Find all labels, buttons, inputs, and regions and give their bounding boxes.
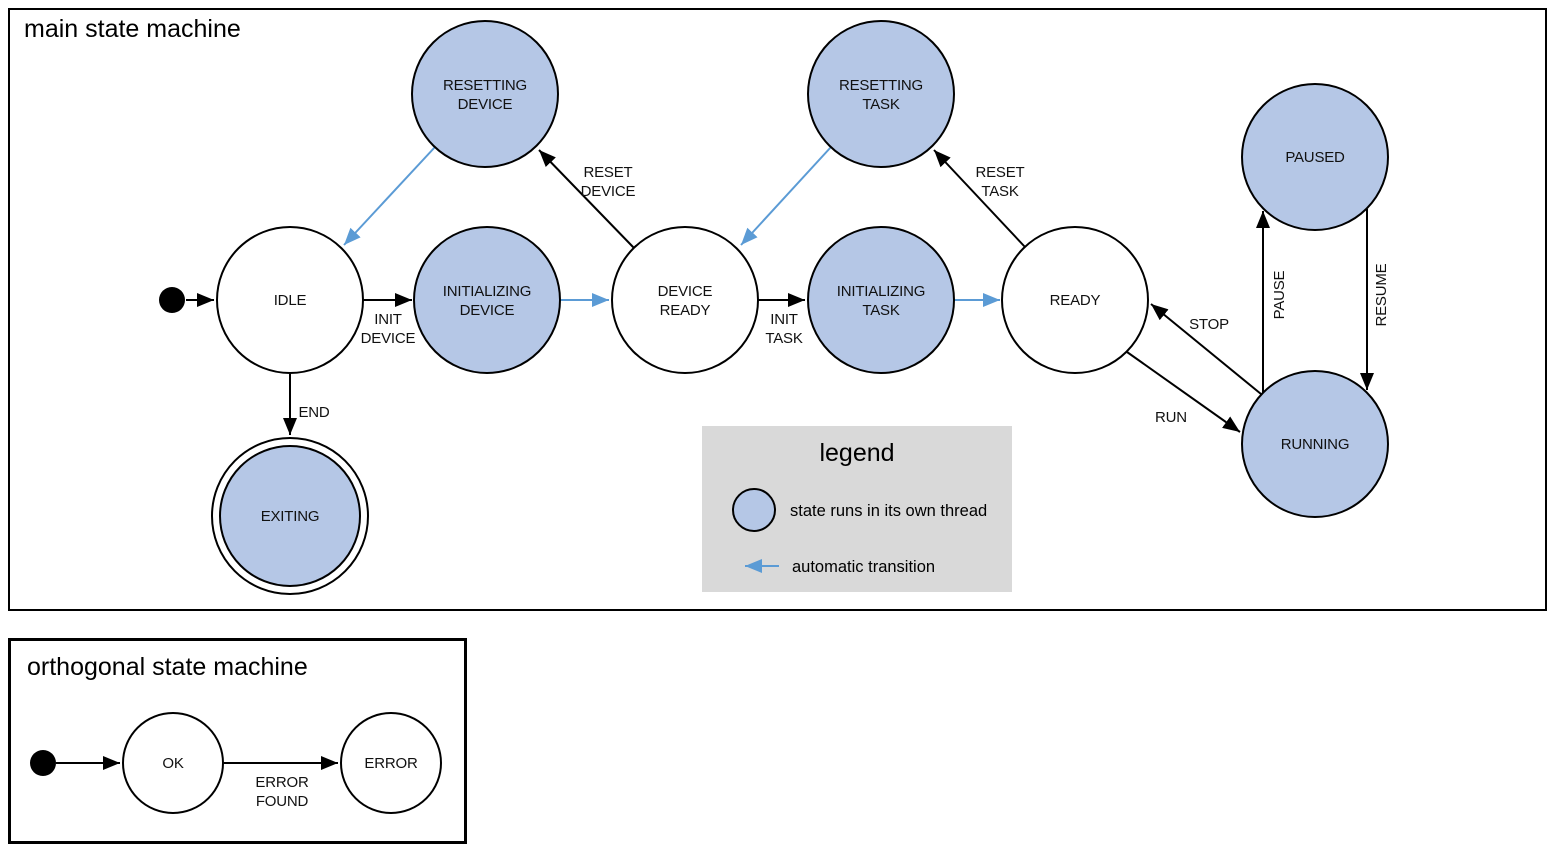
state-running-label: RUNNING	[1281, 436, 1350, 453]
transition-ready-to-running	[1126, 351, 1241, 433]
legend-automatic-label: automatic transition	[792, 558, 935, 576]
main-panel-border	[8, 8, 1547, 611]
state-ready: READY	[1001, 226, 1149, 374]
transition-label-stop: STOP	[1189, 316, 1229, 333]
state-error-label: ERROR	[364, 755, 418, 772]
state-initializing-device-label-line2: DEVICE	[460, 302, 515, 319]
transition-label-run: RUN	[1155, 409, 1187, 426]
orthogonal-panel-border	[8, 638, 467, 844]
transition-label-end: END	[298, 404, 329, 421]
legend-threaded-state-swatch	[732, 488, 776, 532]
state-paused-label: PAUSED	[1285, 149, 1345, 166]
state-paused: PAUSED	[1241, 83, 1389, 231]
state-ready-label: READY	[1050, 292, 1101, 309]
state-resetting-device-label-line1: RESETTING	[443, 77, 527, 94]
transition-label-resume: RESUME	[1373, 263, 1390, 326]
legend: legend state runs in its own thread auto…	[702, 426, 1012, 592]
transition-label-reset-device-line2: DEVICE	[581, 183, 636, 200]
state-idle: IDLE	[216, 226, 364, 374]
state-device-ready-label-line2: READY	[660, 302, 711, 319]
state-exiting-label: EXITING	[261, 508, 320, 525]
legend-threaded-state-label: state runs in its own thread	[790, 502, 987, 520]
transition-label-init-device-line2: DEVICE	[361, 330, 416, 347]
state-ok: OK	[122, 712, 224, 814]
state-error: ERROR	[340, 712, 442, 814]
initial-state-dot-orthogonal	[30, 750, 56, 776]
state-resetting-device: RESETTING DEVICE	[411, 20, 559, 168]
transition-ready-to-resetting-task	[933, 149, 1026, 248]
transition-label-init-task-line1: INIT	[770, 311, 798, 328]
transition-label-reset-task-line2: TASK	[981, 183, 1018, 200]
state-initializing-task-label-line1: INITIALIZING	[837, 283, 925, 300]
transition-resetting-task-to-device-ready-auto	[740, 146, 832, 246]
initial-state-dot-main	[159, 287, 185, 313]
state-resetting-device-label-line2: DEVICE	[458, 96, 513, 113]
state-initializing-task-label-line2: TASK	[862, 302, 899, 319]
transition-running-to-ready	[1150, 303, 1262, 395]
state-device-ready: DEVICE READY	[611, 226, 759, 374]
state-device-ready-label-line1: DEVICE	[658, 283, 713, 300]
state-exiting-final: EXITING	[211, 437, 369, 595]
transition-label-init-device-line1: INIT	[374, 311, 402, 328]
state-resetting-task-label-line2: TASK	[862, 96, 899, 113]
state-resetting-task-label-line1: RESETTING	[839, 77, 923, 94]
orthogonal-panel-title: orthogonal state machine	[27, 653, 308, 681]
state-initializing-device: INITIALIZING DEVICE	[413, 226, 561, 374]
transition-label-init-task-line2: TASK	[765, 330, 802, 347]
transition-resetting-device-to-idle-auto	[343, 146, 436, 246]
state-running: RUNNING	[1241, 370, 1389, 518]
transition-label-error-found-line2: FOUND	[256, 793, 309, 810]
legend-title: legend	[819, 439, 894, 467]
state-initializing-device-label-line1: INITIALIZING	[443, 283, 531, 300]
state-initializing-task: INITIALIZING TASK	[807, 226, 955, 374]
main-panel-title: main state machine	[24, 15, 241, 43]
transition-label-error-found-line1: ERROR	[255, 774, 309, 791]
transition-label-pause: PAUSE	[1271, 270, 1288, 319]
transition-device-ready-to-resetting-device	[538, 149, 635, 249]
state-ok-label: OK	[162, 755, 183, 772]
state-resetting-task: RESETTING TASK	[807, 20, 955, 168]
transition-label-reset-task-line1: RESET	[975, 164, 1024, 181]
state-idle-label: IDLE	[274, 292, 307, 309]
transition-label-reset-device-line1: RESET	[583, 164, 632, 181]
